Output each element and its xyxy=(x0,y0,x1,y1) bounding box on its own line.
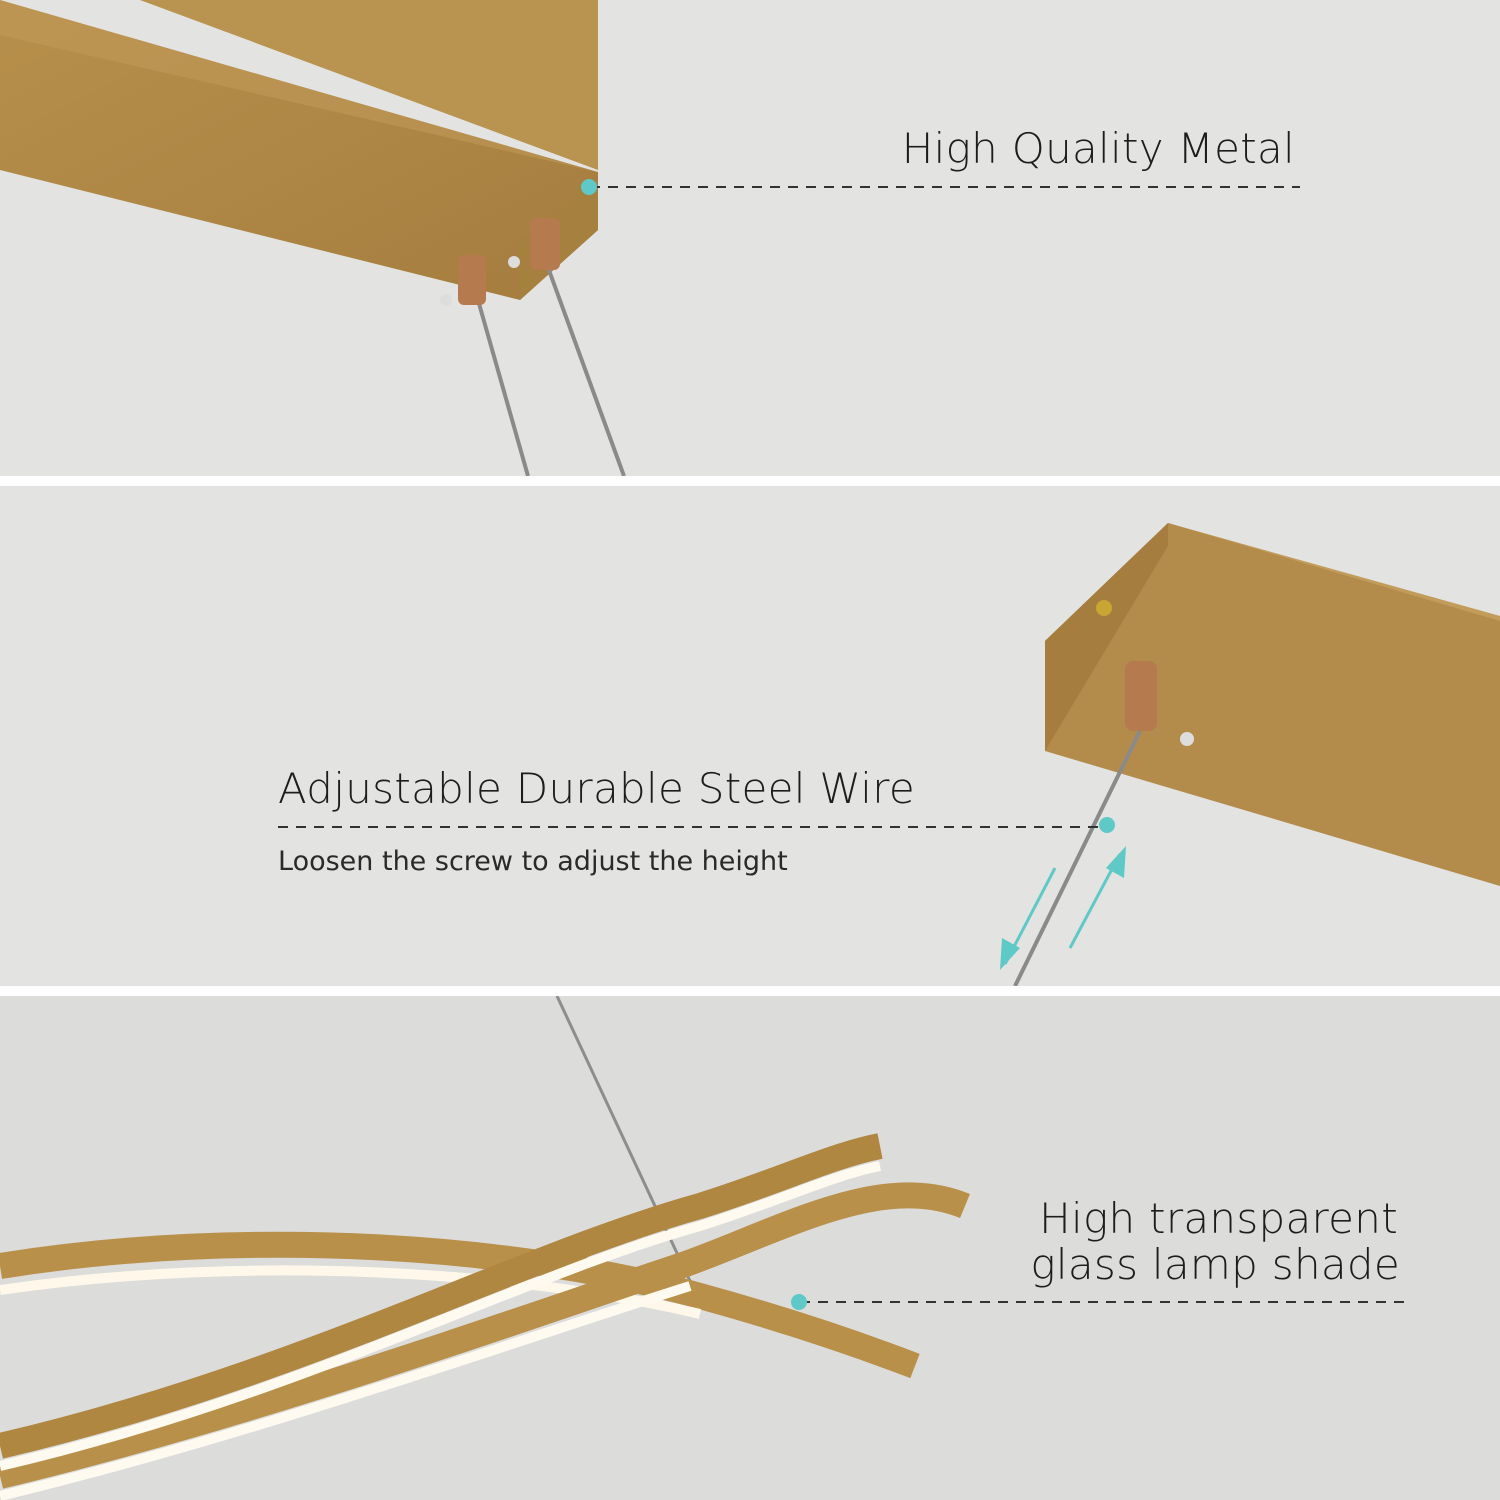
feature-title-shade-line1: High transparent xyxy=(1039,1194,1398,1243)
feature-title-shade-line2: glass lamp shade xyxy=(1030,1240,1400,1289)
panel-steel-wire: Adjustable Durable Steel Wire Loosen the… xyxy=(0,486,1500,986)
feature-subtitle-wire: Loosen the screw to adjust the height xyxy=(278,846,788,877)
lamp-illustration xyxy=(0,996,1405,1500)
wire-illustration xyxy=(278,523,1500,986)
feature-title-wire: Adjustable Durable Steel Wire xyxy=(278,764,916,813)
metal-bar-illustration xyxy=(0,0,1300,476)
feature-title-metal: High Quality Metal xyxy=(901,124,1295,173)
panel-metal: High Quality Metal xyxy=(0,0,1500,476)
panel-lamp-shade: High transparent glass lamp shade xyxy=(0,996,1500,1500)
